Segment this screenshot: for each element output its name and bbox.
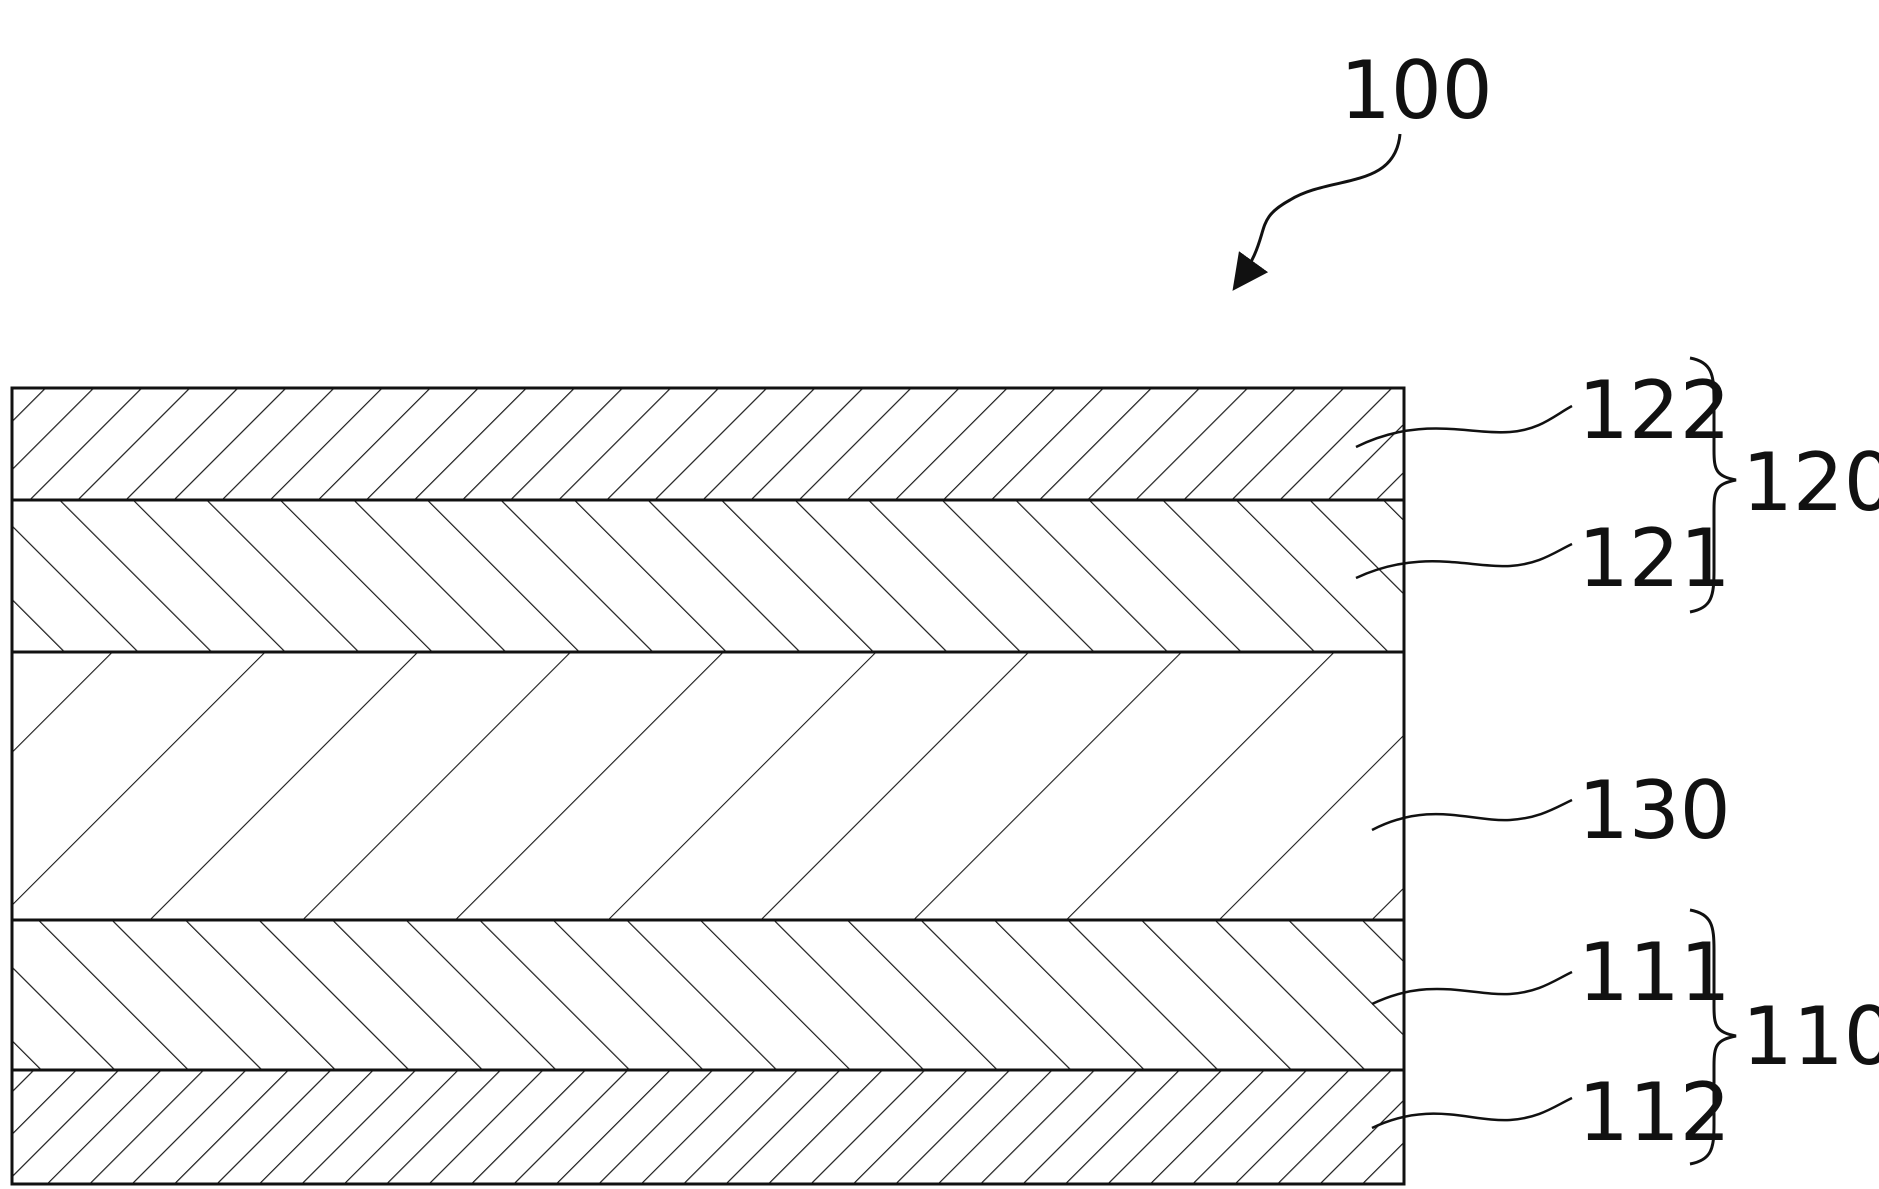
label-130: 130 [1578,764,1731,857]
assembly-arrow [1236,134,1400,286]
assembly-callout: 100 [1236,44,1493,286]
label-112: 112 [1578,1066,1731,1159]
label-111: 111 [1578,926,1731,1019]
layer-130 [12,652,1404,920]
label-122: 122 [1578,364,1731,457]
label-120: 120 [1742,436,1879,529]
group-labels: 120 110 [1742,436,1879,1083]
label-121: 121 [1578,512,1731,605]
layer-stack [12,388,1404,1184]
layer-122 [12,388,1404,500]
layer-labels: 122 121 130 111 112 [1578,364,1731,1159]
layer-112 [12,1070,1404,1184]
layer-111 [12,920,1404,1070]
assembly-label: 100 [1340,44,1493,137]
layer-121 [12,500,1404,652]
group-braces [1690,358,1736,1164]
label-110: 110 [1742,990,1879,1083]
